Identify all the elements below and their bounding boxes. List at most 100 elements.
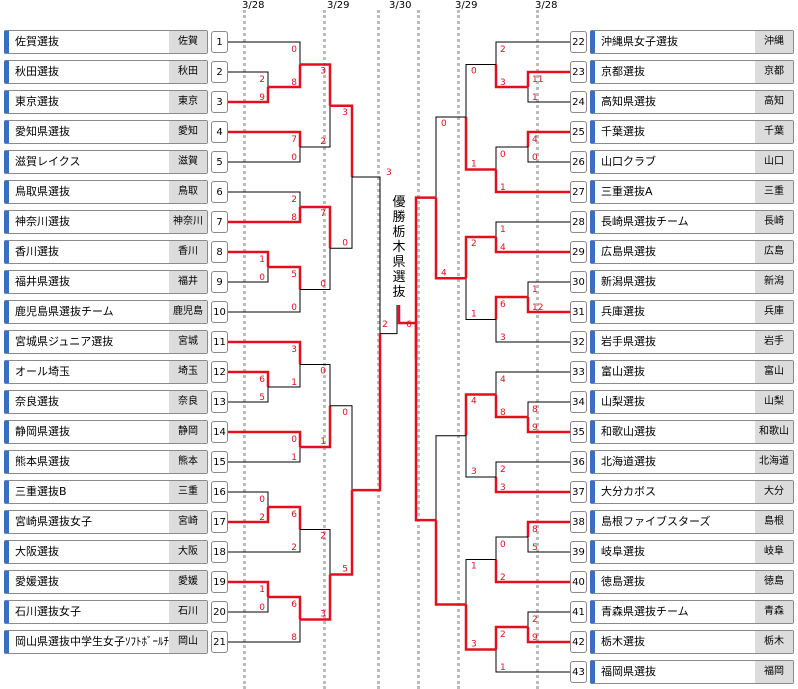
bracket-line <box>228 130 302 147</box>
score-label: 1 <box>471 562 477 572</box>
bracket-line <box>526 417 570 434</box>
seed-number: 23 <box>570 61 587 83</box>
team-prefecture: 秋田 <box>169 61 207 83</box>
team-name: 石川選抜女子 <box>15 605 81 618</box>
score-label: 1 <box>471 310 477 320</box>
team-row: 長崎県選抜チーム長崎 <box>590 210 794 234</box>
seed-number: 42 <box>570 631 587 653</box>
seed-number: 41 <box>570 601 587 623</box>
team-name: 秋田選抜 <box>15 65 59 78</box>
bracket-line <box>435 116 466 198</box>
seed-number: 3 <box>211 91 228 113</box>
bracket-line <box>228 191 301 207</box>
bracket-line <box>526 520 570 537</box>
bracket-line <box>526 297 570 314</box>
team-row: 鳥取県選抜鳥取 <box>4 180 208 204</box>
team-name: 愛媛選抜 <box>15 575 59 588</box>
bracket-line <box>228 41 301 65</box>
bracket-line <box>494 237 570 254</box>
bracket-line <box>494 477 570 494</box>
bracket-line <box>228 147 301 163</box>
score-label: 2 <box>471 239 477 249</box>
team-prefecture: 鳥取 <box>169 181 207 203</box>
score-label: 2 <box>500 465 506 475</box>
bracket-line <box>494 64 528 89</box>
seed-number: 31 <box>570 301 587 323</box>
bracket-line <box>228 250 270 267</box>
seed-number: 8 <box>211 241 228 263</box>
date-column-line <box>417 10 421 689</box>
team-prefecture: 滋賀 <box>169 151 207 173</box>
team-row: 福井県選抜福井 <box>4 270 208 294</box>
score-label: 8 <box>291 78 297 88</box>
date-r1-left: 3/28 <box>242 0 265 11</box>
bracket-line <box>495 319 570 343</box>
bracket-line <box>526 130 570 147</box>
score-label: 1 <box>259 255 265 265</box>
score-label: 1 <box>259 585 265 595</box>
score-label: 0 <box>291 153 297 163</box>
seed-number: 38 <box>570 511 587 533</box>
bracket-line <box>352 333 382 492</box>
bracket-line <box>464 393 496 436</box>
team-prefecture: 島根 <box>755 511 793 533</box>
score-label: 1 <box>532 93 538 103</box>
team-prefecture: 神奈川 <box>169 211 207 233</box>
team-row: 福岡県選抜福岡 <box>590 660 794 684</box>
team-name: 滋賀レイクス <box>15 155 81 168</box>
team-prefecture: 栃木 <box>755 631 793 653</box>
team-row: 愛媛選抜 愛媛 <box>4 570 208 594</box>
score-label: 6 <box>291 510 297 520</box>
bracket-line <box>414 196 436 359</box>
team-row: 大阪選抜大阪 <box>4 540 208 564</box>
team-row: 奈良選抜奈良 <box>4 390 208 414</box>
team-prefecture: 三重 <box>755 181 793 203</box>
score-label: 0 <box>320 367 326 377</box>
bracket-line <box>495 371 570 395</box>
team-row: 山口クラブ山口 <box>590 150 794 174</box>
team-row: 島根ファイブスターズ島根 <box>590 510 794 534</box>
team-prefecture: 高知 <box>755 91 793 113</box>
score-label: 0 <box>532 153 538 163</box>
score-label: 9 <box>532 423 538 433</box>
bracket-line <box>495 536 528 560</box>
score-label: 8 <box>291 213 297 223</box>
score-label: 9 <box>532 633 538 643</box>
score-label: 0 <box>441 119 447 129</box>
seed-number: 19 <box>211 571 228 593</box>
team-prefecture: 宮崎 <box>169 511 207 533</box>
team-prefecture: 新潟 <box>755 271 793 293</box>
team-name: 新潟県選抜 <box>601 275 656 288</box>
seed-number: 27 <box>570 181 587 203</box>
bracket-line <box>397 305 418 359</box>
bracket-line <box>527 401 570 417</box>
seed-number: 36 <box>570 451 587 473</box>
score-label: 4 <box>500 375 506 385</box>
team-row: 千葉選抜千葉 <box>590 120 794 144</box>
bracket-line <box>464 117 496 171</box>
seed-number: 7 <box>211 211 228 233</box>
team-prefecture: 石川 <box>169 601 207 623</box>
score-label: 5 <box>342 565 348 575</box>
bracket-line <box>330 177 353 249</box>
team-name: 千葉選抜 <box>601 125 645 138</box>
seed-number: 43 <box>570 661 587 683</box>
score-label: 3 <box>386 168 392 178</box>
team-prefecture: 北海道 <box>755 451 793 473</box>
score-label: 3 <box>320 67 326 77</box>
bracket-line <box>268 505 302 530</box>
seed-number: 9 <box>211 271 228 293</box>
score-label: 0 <box>259 495 265 505</box>
score-label: 3 <box>471 640 477 650</box>
score-label: 1 <box>500 183 506 193</box>
team-prefecture: 香川 <box>169 241 207 263</box>
score-label: 8 <box>532 405 538 415</box>
champion-team: 栃木県選抜 <box>392 225 406 300</box>
team-name: 広島県選抜 <box>601 245 656 258</box>
seed-number: 2 <box>211 61 228 83</box>
bracket-line <box>330 104 354 177</box>
team-prefecture: 愛媛 <box>169 571 207 593</box>
bracket-line <box>268 64 302 89</box>
score-label: 9 <box>259 93 265 103</box>
